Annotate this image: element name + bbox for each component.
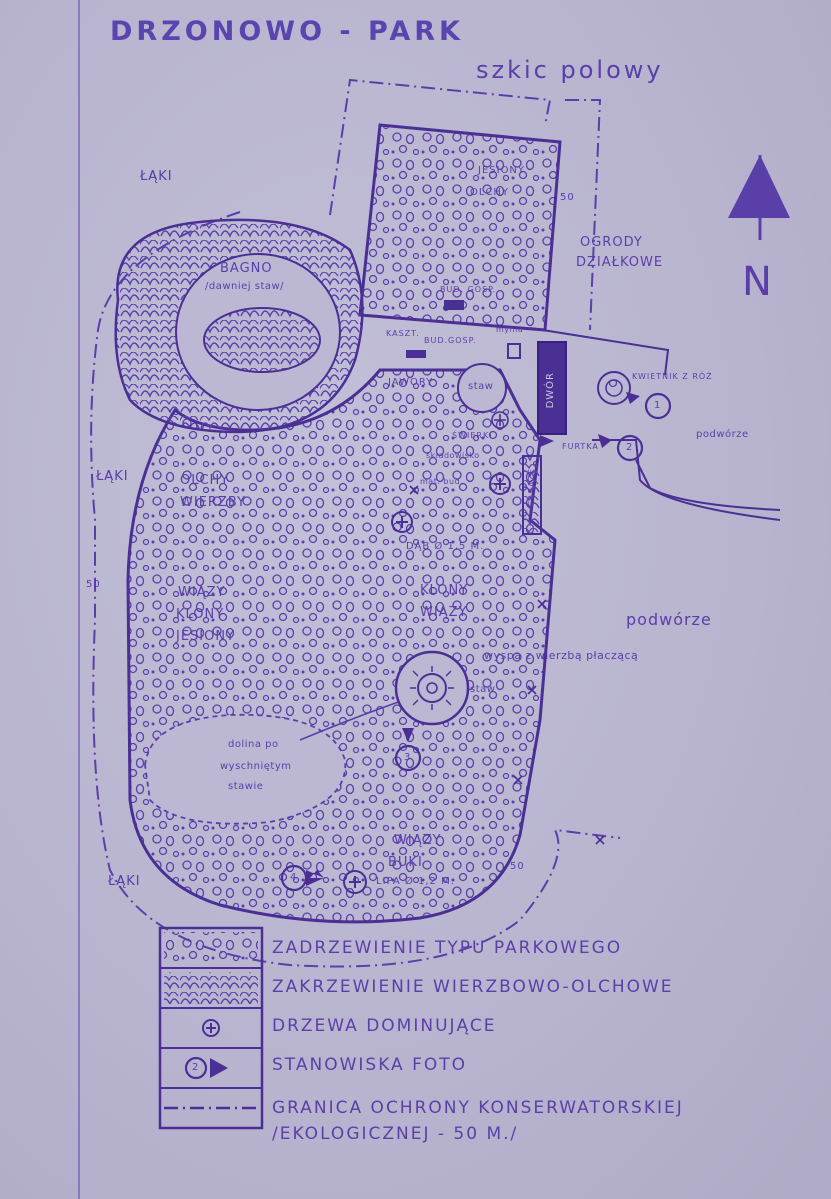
label-dwor: DWÓR	[545, 372, 556, 409]
label-wiazy-2: WIĄZY	[420, 605, 468, 620]
legend-item-dominant-trees: DRZEWA DOMINUJĄCE	[272, 1016, 497, 1036]
legend-box	[158, 926, 264, 1130]
label-podworze-1: podwórze	[696, 429, 749, 440]
legend-swatch-park	[164, 932, 258, 964]
legend-item-park-trees: ZADRZEWIENIE TYPU PARKOWEGO	[272, 938, 623, 958]
label-lipa: LIPA Ø 1,2 m.	[376, 876, 455, 887]
label-jawory: JAWORY	[388, 377, 434, 388]
label-wiazy-3: WIĄZY	[394, 833, 442, 848]
label-mynia: mynia	[496, 325, 524, 334]
dominant-trees	[343, 473, 511, 894]
label-dolina-2: wyschniętym	[220, 761, 292, 772]
label-furtka: FURTKA	[562, 442, 599, 451]
label-buki: BUKI	[388, 855, 423, 870]
map-title: DRZONOWO - PARK	[110, 16, 464, 47]
spruce-markers	[491, 411, 509, 429]
washhouse	[507, 343, 521, 359]
manor-house	[537, 341, 567, 435]
photo-station-3: 3	[404, 752, 412, 763]
north-arrow-icon	[728, 155, 790, 240]
distance-top: 50	[560, 192, 575, 203]
label-dawniej-staw: /dawniej staw/	[205, 281, 285, 292]
label-kaszt: KASZT.	[386, 329, 420, 338]
field-sketch-label: szkic polowy	[476, 56, 664, 84]
label-skladowisko: składowisko	[426, 451, 480, 460]
label-garaze: GARAŻE	[527, 468, 536, 507]
garages	[522, 455, 542, 535]
label-big-pond: staw	[470, 684, 496, 695]
label-bud-gosp-1: BUD. GOSP.	[440, 285, 497, 294]
label-ogrody: OGRODY	[580, 235, 643, 250]
protection-boundary-top	[329, 78, 602, 331]
legend-swatch-dominant-tree-icon	[202, 1019, 220, 1037]
photo-station-4: 4	[290, 872, 298, 883]
legend-item-photo-stations: STANOWISKA FOTO	[272, 1055, 468, 1075]
meadows-label-3: ŁĄKI	[108, 874, 141, 889]
label-mat-bud: mat. bud.	[420, 477, 464, 486]
photo-station-2: 2	[626, 442, 634, 453]
label-olchy-top: OLCHY	[470, 187, 510, 198]
label-jesiony-top: JESIONY	[478, 165, 526, 176]
label-wierzby: WIERZBY	[180, 495, 246, 510]
label-klony-2: KLONY	[420, 583, 469, 598]
label-kwietnik: KWIETNIK Z RÓŻ	[632, 372, 713, 381]
farm-building-1	[444, 300, 464, 310]
meadows-label-2: ŁĄKI	[96, 469, 129, 484]
legend-swatch-willow	[164, 972, 258, 1004]
big-pond	[394, 650, 470, 726]
label-jesiony-2: JESIONY	[176, 629, 236, 644]
label-dolina-3: stawie	[228, 781, 264, 792]
label-wiazy-1: WIĄZY	[178, 585, 226, 600]
legend-swatch-photo-icon	[184, 1056, 228, 1080]
farm-building-2	[406, 350, 426, 358]
fence-marks	[409, 485, 605, 845]
distance-bottom: 50	[510, 861, 525, 872]
photo-station-1: 1	[654, 400, 662, 411]
label-wyspa: wyspa z wierzbą płaczącą	[484, 649, 639, 662]
label-klony-1: KLONY	[176, 607, 225, 622]
label-dzialkowe: DZIAŁKOWE	[576, 255, 664, 270]
label-dolina-1: dolina po	[228, 739, 279, 750]
distance-left: 50	[86, 579, 101, 590]
small-pond	[457, 363, 507, 413]
label-bud-gosp-2: BUD.GOSP.	[424, 336, 477, 345]
label-olchy-mid: OLCHY	[180, 473, 230, 488]
label-small-pond: staw	[468, 381, 494, 392]
legend-item-boundary: GRANICA OCHRONY KONSERWATORSKIEJ	[272, 1098, 684, 1118]
label-dab: DĄB Ø 1,5 m.	[406, 541, 485, 552]
courtyard-fence	[529, 327, 781, 521]
north-label: N	[742, 259, 772, 305]
meadows-label-1: ŁĄKI	[140, 169, 173, 184]
label-podworze-2: podwórze	[626, 610, 712, 629]
island-willow	[417, 673, 447, 703]
north-block	[358, 123, 562, 332]
rose-bed	[597, 371, 631, 405]
label-bagno: BAGNO	[220, 261, 273, 276]
park-outline	[126, 368, 557, 924]
photo-arrows	[306, 392, 640, 886]
legend-item-willow-alder: ZAKRZEWIENIE WIERZBOWO-OLCHOWE	[272, 977, 674, 997]
legend-item-boundary-line2: /EKOLOGICZNEJ - 50 m./	[272, 1124, 519, 1144]
dry-valley	[144, 713, 347, 825]
protection-boundary	[90, 211, 621, 968]
label-swierki: ŚWIERKI	[452, 431, 493, 440]
legend-photo-marker: 2	[192, 1062, 200, 1073]
marsh-core	[203, 307, 321, 373]
